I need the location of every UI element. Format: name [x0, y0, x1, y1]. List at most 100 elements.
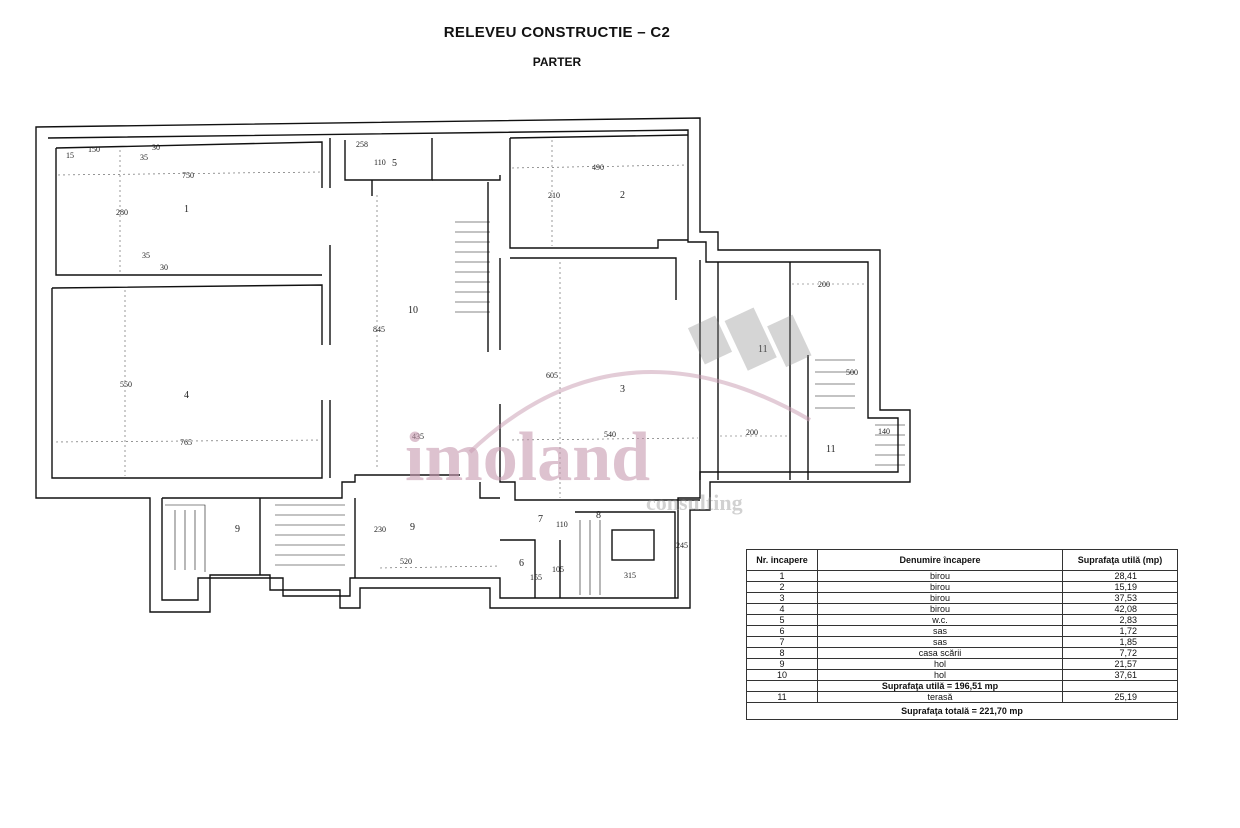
cell-area: 25,19: [1062, 691, 1178, 703]
cell-name: sas: [817, 636, 1063, 648]
dim-label: 35: [142, 251, 150, 260]
dim-label: 315: [624, 571, 636, 580]
dim-label: 540: [604, 430, 616, 439]
watermark-tagline: consulting: [646, 490, 743, 515]
dim-label: 210: [548, 191, 560, 200]
dim-label: 520: [400, 557, 412, 566]
dim-label: 15: [66, 151, 74, 160]
cell-nr: 8: [746, 647, 818, 659]
cell-nr: 2: [746, 581, 818, 593]
dim-label: 490: [592, 163, 604, 172]
dim-label: 200: [746, 428, 758, 437]
col-header: Suprafaţa utilă (mp): [1062, 549, 1178, 571]
useful-total: Suprafaţa utilă = 196,51 mp: [817, 680, 1063, 692]
cell-area: 15,19: [1062, 581, 1178, 593]
dim-label: 35: [140, 153, 148, 162]
dim-label: 258: [356, 140, 368, 149]
cell-name: sas: [817, 625, 1063, 637]
room-numbers: 1 2 3 4 5 6 7 8 9 9 10 11 11: [184, 158, 836, 569]
cell-area: 1,72: [1062, 625, 1178, 637]
col-header: Nr. incapere: [746, 549, 818, 571]
cell-area: 21,57: [1062, 658, 1178, 670]
cell-nr: 10: [746, 669, 818, 681]
dim-label: 550: [120, 380, 132, 389]
dim-label: 435: [412, 432, 424, 441]
cell-area: 2,83: [1062, 614, 1178, 626]
dim-label: 765: [180, 438, 192, 447]
dim-label: 750: [182, 171, 194, 180]
cell-name: hol: [817, 669, 1063, 681]
cell-nr: 5: [746, 614, 818, 626]
cell-area: 1,85: [1062, 636, 1178, 648]
cell-area: 28,41: [1062, 570, 1178, 582]
cell-nr: 11: [746, 691, 818, 703]
cell-name: w.c.: [817, 614, 1063, 626]
room-number: 6: [519, 558, 524, 569]
dim-label: 200: [818, 280, 830, 289]
dim-label: 105: [552, 565, 564, 574]
room-number: 9: [235, 524, 240, 535]
dim-label: 140: [878, 427, 890, 436]
room-number: 3: [620, 384, 625, 395]
cell-name: casa scării: [817, 647, 1063, 659]
cell-area: 42,08: [1062, 603, 1178, 615]
dim-label: 110: [556, 520, 568, 529]
watermark-brand: imoland: [405, 419, 650, 496]
dimension-labels: 150 15 35 30 258 110 750 280 35 30 490 2…: [66, 140, 890, 582]
grand-total: Suprafaţa totală = 221,70 mp: [746, 702, 1178, 720]
dim-label: 280: [116, 208, 128, 217]
cell-nr: 4: [746, 603, 818, 615]
cell-name: terasă: [817, 691, 1063, 703]
dim-label: 845: [373, 325, 385, 334]
dim-label: 150: [88, 145, 100, 154]
cell-nr: 7: [746, 636, 818, 648]
cell-name: birou: [817, 570, 1063, 582]
cell-name: birou: [817, 581, 1063, 593]
useful-total-row: Suprafaţa utilă = 196,51 mp: [746, 680, 1178, 692]
dim-label: 230: [374, 525, 386, 534]
cell-area: 37,61: [1062, 669, 1178, 681]
dim-label: 605: [546, 371, 558, 380]
plan-title: RELEVEU CONSTRUCTIE – C2: [443, 24, 671, 41]
col-header: Denumire încapere: [817, 549, 1063, 571]
room-number: 11: [758, 344, 768, 355]
cell-nr: 9: [746, 658, 818, 670]
cell-area: 7,72: [1062, 647, 1178, 659]
room-number: 10: [408, 305, 418, 316]
room-number: 5: [392, 158, 397, 169]
dim-label: 245: [676, 541, 688, 550]
walls: [35, 117, 911, 613]
dim-label: 30: [160, 263, 168, 272]
cell-nr: 3: [746, 592, 818, 604]
dim-label: 30: [152, 143, 160, 152]
dim-label: 500: [846, 368, 858, 377]
cell-area: 37,53: [1062, 592, 1178, 604]
room-number: 8: [596, 510, 601, 521]
plan-subtitle: PARTER: [532, 55, 582, 69]
cell-nr: 6: [746, 625, 818, 637]
cell-name: birou: [817, 592, 1063, 604]
room-number: 4: [184, 390, 189, 401]
cell-name: birou: [817, 603, 1063, 615]
room-number: 9: [410, 522, 415, 533]
grand-total-row: Suprafaţa totală = 221,70 mp: [746, 702, 1178, 720]
room-schedule-table: Nr. incapere Denumire încapere Suprafaţa…: [746, 549, 1178, 720]
cell-name: hol: [817, 658, 1063, 670]
table-header-row: Nr. incapere Denumire încapere Suprafaţa…: [746, 549, 1178, 571]
dimension-lines: [55, 140, 866, 569]
room-number: 2: [620, 190, 625, 201]
dim-label: 110: [374, 158, 386, 167]
dim-label: 155: [530, 573, 542, 582]
watermark-logo: imoland consulting: [405, 307, 812, 515]
